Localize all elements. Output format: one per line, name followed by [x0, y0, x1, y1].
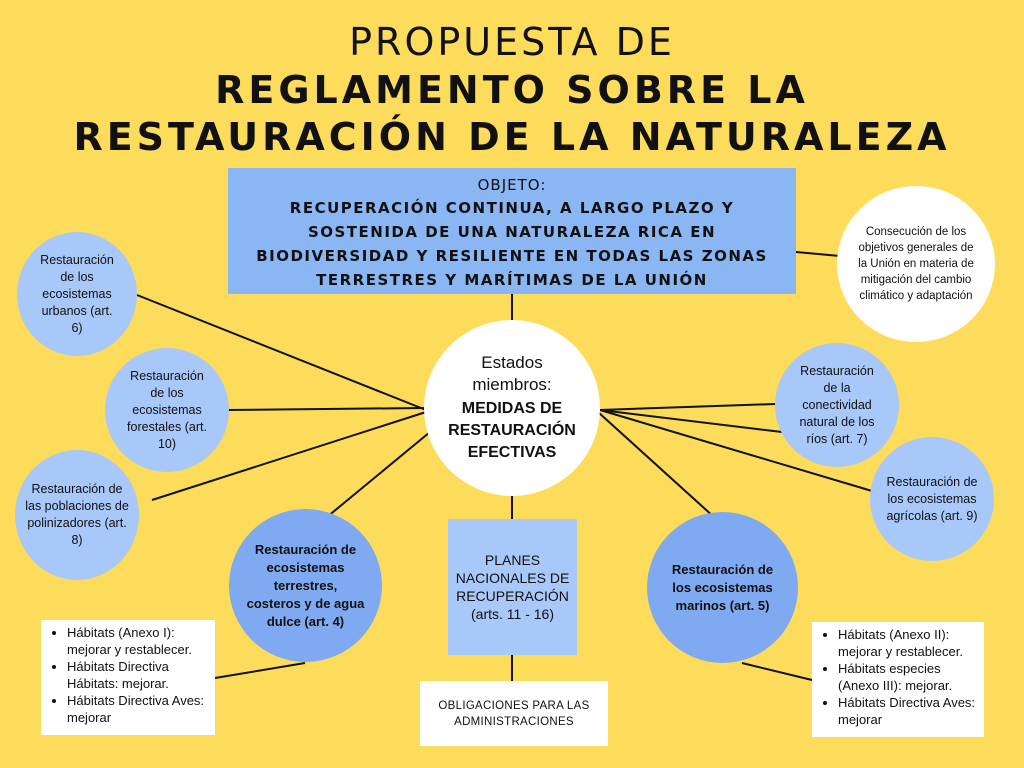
title-line-3: RESTAURACIÓN DE LA NATURALEZA	[73, 115, 951, 159]
line-terrestres-habitats	[214, 662, 306, 679]
line-center-rios	[599, 403, 776, 411]
node-marinos: Restauración de los ecosistemas marinos …	[647, 512, 798, 663]
node-polinizadores-text: Restauración de las poblaciones de polin…	[25, 482, 129, 547]
center-line-1: Estados miembros:	[472, 353, 552, 394]
node-terrestres-text: Restauración de ecosistemas terrestres, …	[246, 541, 365, 629]
line-center-polinizadores	[151, 411, 427, 501]
line-center-agricolas	[599, 409, 873, 492]
objeto-box: OBJETO: RECUPERACIÓN CONTINUA, A LARGO P…	[228, 168, 796, 294]
list-item: Hábitats (Anexo I): mejorar y restablece…	[67, 624, 215, 658]
planes-text: PLANES NACIONALES DE RECUPERACIÓN (arts.…	[455, 552, 570, 622]
node-rios-text: Restauración de la conectividad natural …	[799, 363, 875, 446]
node-urbanos: Restauración de los ecosistemas urbanos …	[17, 232, 137, 356]
list-item: Hábitats Directiva Aves: mejorar	[67, 692, 215, 726]
node-forestales-text: Restauración de los ecosistemas forestal…	[127, 368, 207, 451]
node-forestales: Restauración de los ecosistemas forestal…	[105, 348, 229, 472]
habitats-list-right: Hábitats (Anexo II): mejorar y restablec…	[812, 622, 984, 737]
node-marinos-text: Restauración de los ecosistemas marinos …	[671, 561, 774, 613]
habitats-list-left: Hábitats (Anexo I): mejorar y restablece…	[41, 620, 215, 735]
node-agricolas-text: Restauración de los ecosistemas agrícola…	[886, 474, 978, 523]
node-agricolas: Restauración de los ecosistemas agrícola…	[870, 437, 994, 561]
line-center-urbanos	[136, 294, 427, 411]
list-item: Hábitats Directiva Hábitats: mejorar.	[67, 658, 215, 692]
title-line-1: PROPUESTA DE	[349, 20, 675, 64]
center-circle: Estados miembros: MEDIDAS DE RESTAURACIÓ…	[424, 320, 600, 496]
list-item: Hábitats Directiva Aves: mejorar	[838, 694, 984, 728]
list-item: Hábitats especies (Anexo III): mejorar.	[838, 660, 984, 694]
obligaciones-box: OBLIGACIONES PARA LAS ADMINISTRACIONES	[420, 681, 608, 746]
node-polinizadores: Restauración de las poblaciones de polin…	[15, 450, 139, 580]
line-center-rios2	[599, 409, 783, 433]
obligaciones-text: OBLIGACIONES PARA LAS ADMINISTRACIONES	[438, 699, 590, 728]
objeto-text: RECUPERACIÓN CONTINUA, A LARGO PLAZO Y S…	[256, 199, 768, 289]
title-line-2: REGLAMENTO SOBRE LA	[215, 68, 809, 112]
node-clima: Consecución de los objetivos generales d…	[837, 186, 995, 342]
line-center-marinos	[597, 411, 726, 528]
objeto-label: OBJETO:	[477, 176, 547, 194]
node-rios: Restauración de la conectividad natural …	[775, 343, 899, 467]
center-line-2: MEDIDAS DE RESTAURACIÓN EFECTIVAS	[448, 400, 576, 461]
line-objeto-clima	[795, 251, 841, 257]
list-item: Hábitats (Anexo II): mejorar y restablec…	[838, 626, 984, 660]
node-clima-text: Consecución de los objetivos generales d…	[858, 226, 974, 302]
node-urbanos-text: Restauración de los ecosistemas urbanos …	[40, 252, 114, 335]
line-center-forestales	[227, 407, 425, 411]
node-terrestres: Restauración de ecosistemas terrestres, …	[229, 509, 382, 662]
planes-box: PLANES NACIONALES DE RECUPERACIÓN (arts.…	[448, 519, 577, 655]
line-marinos-habitats	[741, 662, 813, 681]
